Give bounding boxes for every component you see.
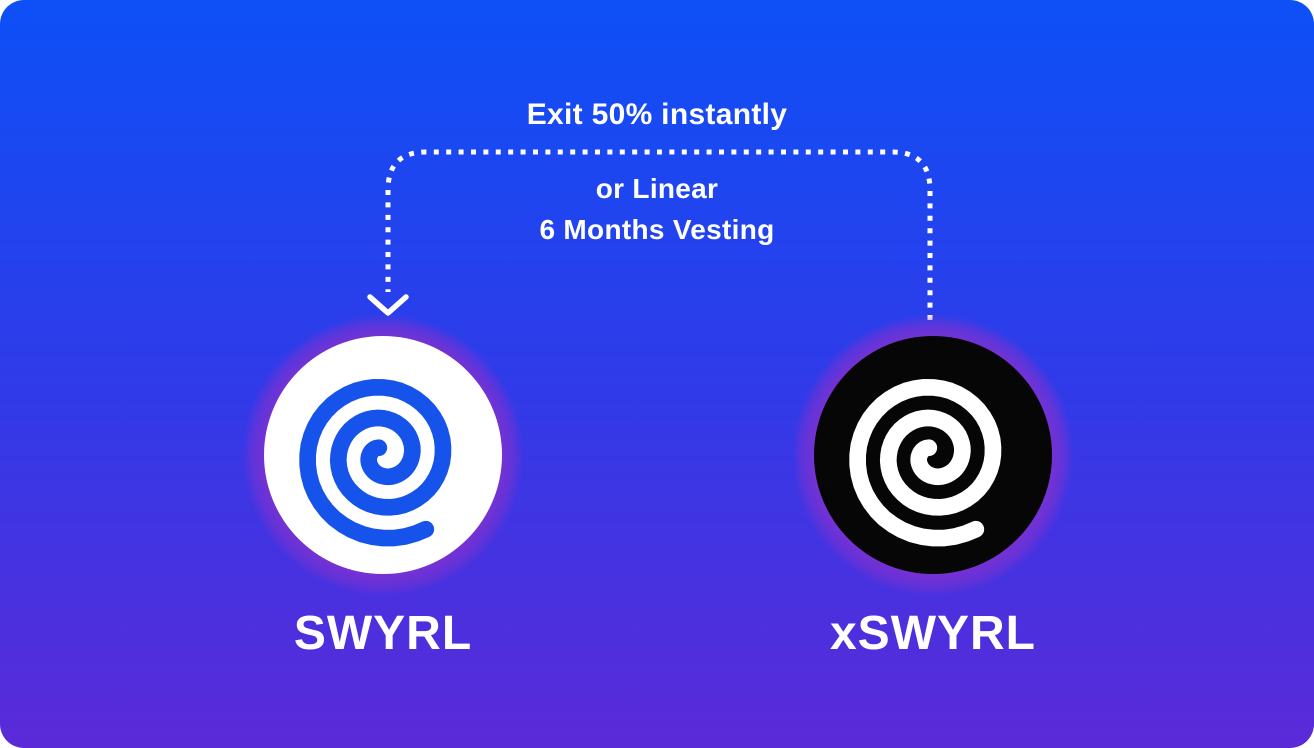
down-chevron-arrowhead-icon xyxy=(367,294,409,316)
swyrl-label: SWYRL xyxy=(293,607,473,660)
flow-subtitle-line1: or Linear xyxy=(595,173,719,204)
swirl-spiral-icon xyxy=(849,378,1002,547)
flow-subtitle: or Linear 6 Months Vesting xyxy=(0,168,1314,250)
dotted-flow-path xyxy=(385,149,933,320)
flow-title: Exit 50% instantly xyxy=(526,98,788,131)
swirl-spiral-icon xyxy=(299,378,452,547)
xswyrl-label: xSWYRL xyxy=(829,607,1036,660)
xswyrl-coin xyxy=(814,336,1052,574)
swyrl-coin xyxy=(264,336,502,574)
flow-subtitle-line2: 6 Months Vesting xyxy=(539,214,775,245)
